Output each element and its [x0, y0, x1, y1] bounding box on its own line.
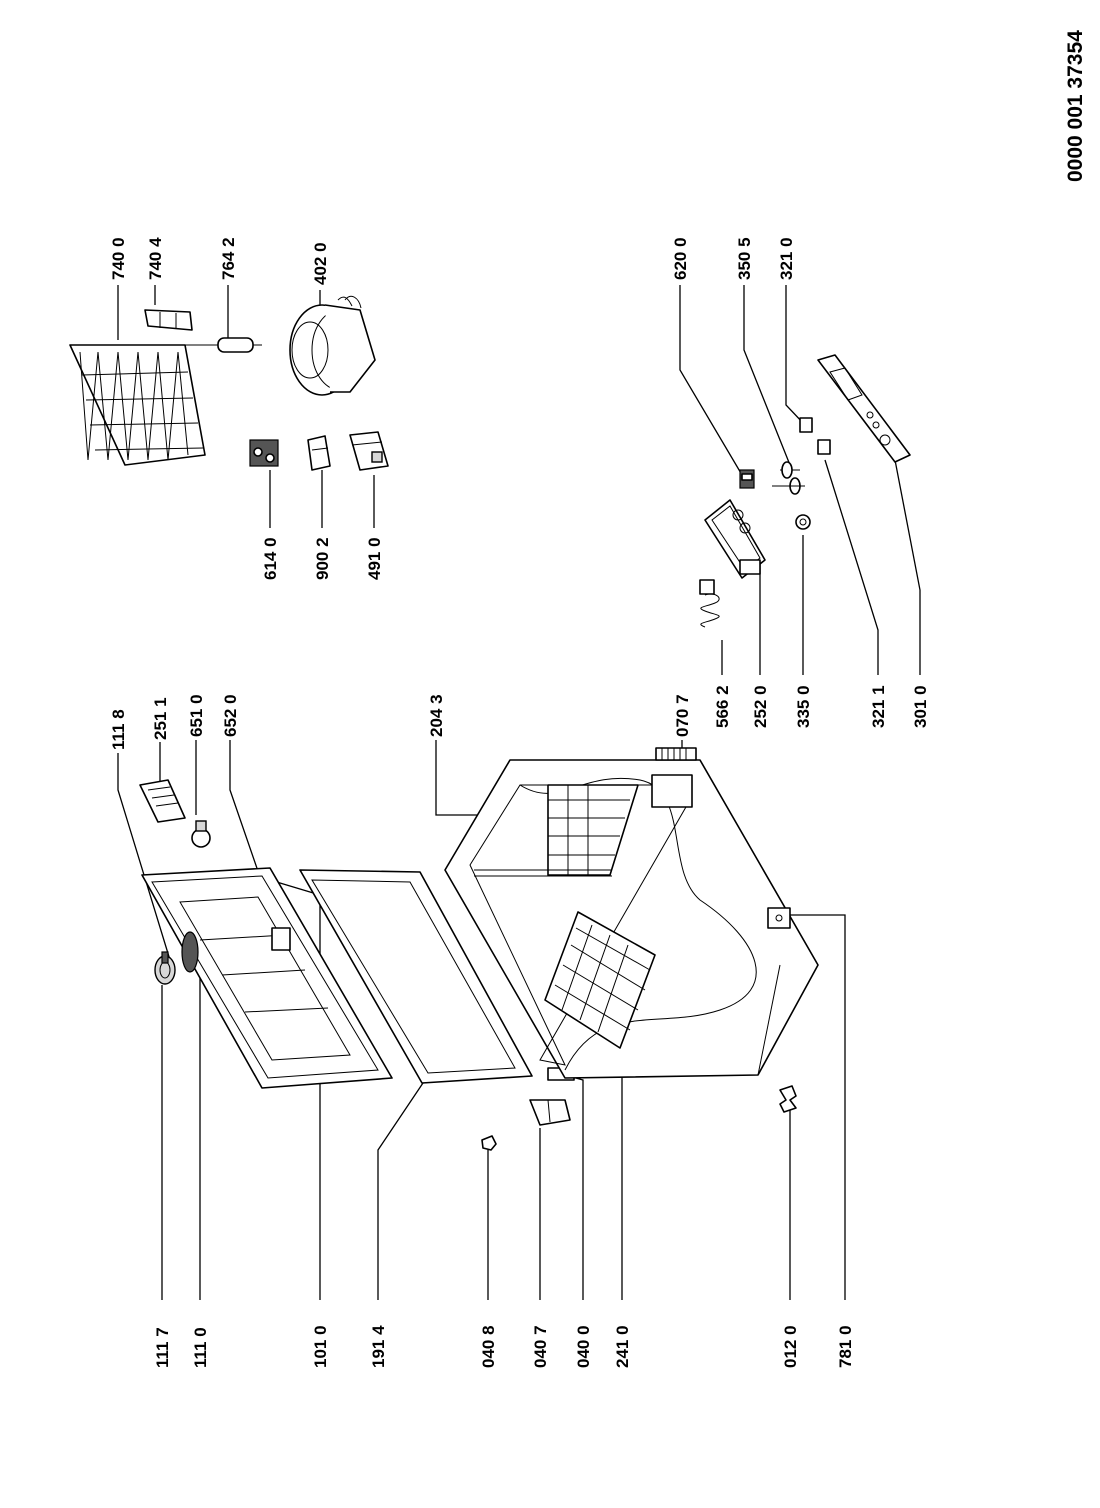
door-seal-icon: [299, 869, 533, 1084]
thermostat-housing-icon: [704, 499, 766, 579]
part-label-070-7: 070 7: [673, 694, 692, 737]
part-label-040-0: 040 0: [574, 1325, 593, 1368]
part-label-566-2: 566 2: [713, 685, 732, 728]
wire-basket-icon: [544, 911, 656, 1049]
part-label-101-0: 101 0: [311, 1325, 330, 1368]
part-label-652-0: 652 0: [221, 694, 240, 737]
starter-relay-icon: [249, 439, 279, 467]
knob-clip-icon: [799, 417, 813, 433]
part-label-321-0: 321 0: [777, 237, 796, 280]
part-label-111-0: 111 0: [191, 1327, 210, 1368]
part-label-614-0: 614 0: [261, 537, 280, 580]
hinge-bracket-small-icon: [481, 1135, 497, 1151]
switch-icon: [739, 469, 755, 489]
ventilation-grille-icon: [655, 747, 697, 761]
part-label-781-0: 781 0: [836, 1325, 855, 1368]
part-label-204-3: 204 3: [427, 694, 446, 737]
thermostat-coil-icon: [699, 579, 720, 628]
condenser-bracket-icon: [144, 309, 193, 331]
part-label-740-0: 740 0: [109, 237, 128, 280]
thermal-protector-icon: [307, 435, 331, 471]
control-panel-icon: [817, 354, 911, 463]
light-bulb-icon: [191, 820, 211, 848]
part-label-040-8: 040 8: [479, 1325, 498, 1368]
part-label-252-0: 252 0: [751, 685, 770, 728]
lid-icon: [141, 867, 393, 1089]
relay-cover-icon: [349, 431, 389, 471]
part-label-191-4: 191 4: [369, 1325, 388, 1368]
part-label-651-0: 651 0: [187, 694, 206, 737]
foot-bracket-icon: [779, 1085, 797, 1113]
compressor-icon: [289, 295, 376, 396]
part-label-111-8: 111 8: [109, 709, 128, 750]
part-label-111-7: 111 7: [153, 1327, 172, 1368]
lamp-cover-icon: [139, 779, 186, 823]
part-label-012-0: 012 0: [781, 1325, 800, 1368]
part-labels: 111 7 111 0 101 0 191 4 040 8 040 7 040 …: [109, 237, 930, 1368]
part-label-764-2: 764 2: [219, 237, 238, 280]
condenser-coil-icon: [69, 344, 210, 466]
part-label-301-0: 301 0: [911, 685, 930, 728]
part-label-335-0: 335 0: [794, 685, 813, 728]
indicator-lamp-icon: [772, 461, 805, 495]
part-label-402-0: 402 0: [311, 242, 330, 285]
part-label-491-0: 491 0: [365, 537, 384, 580]
hinge-icon: [529, 1099, 571, 1126]
part-label-620-0: 620 0: [671, 237, 690, 280]
drain-plug-icon: [767, 907, 791, 929]
knob-clip-secondary-icon: [817, 439, 831, 455]
filter-drier-icon: [210, 337, 262, 353]
part-label-321-1: 321 1: [869, 685, 888, 728]
freezer-cabinet: [444, 759, 819, 1079]
part-label-241-0: 241 0: [613, 1325, 632, 1368]
part-label-251-1: 251 1: [151, 697, 170, 740]
thermostat-knob-icon: [795, 514, 811, 530]
part-label-740-4: 740 4: [146, 237, 165, 280]
document-code: 0000 001 37354: [1064, 30, 1087, 182]
part-label-900-2: 900 2: [313, 537, 332, 580]
part-label-040-7: 040 7: [531, 1325, 550, 1368]
small-clip-icon: [161, 951, 169, 964]
part-label-350-5: 350 5: [735, 237, 754, 280]
